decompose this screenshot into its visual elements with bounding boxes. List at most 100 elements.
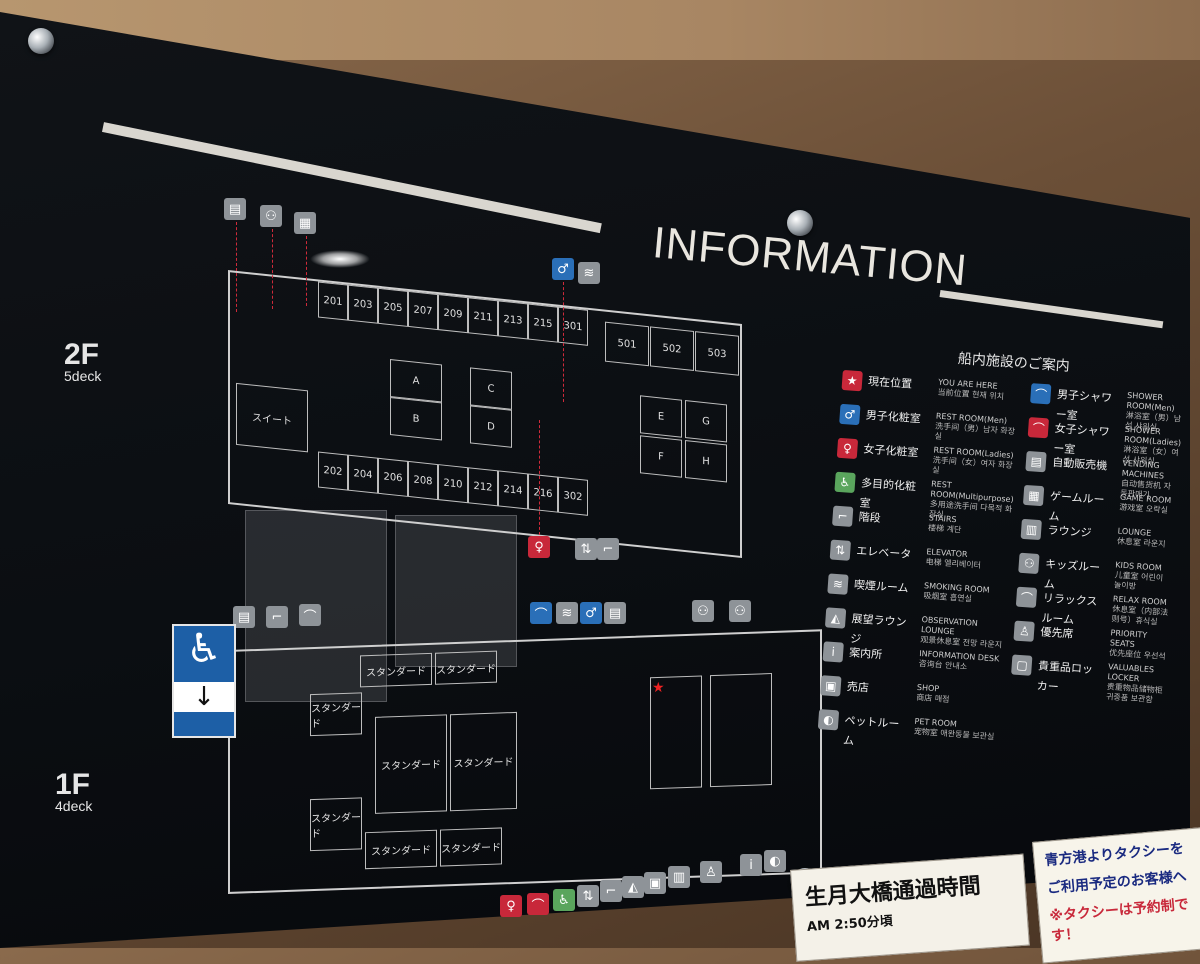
screw-top-middle bbox=[787, 210, 813, 236]
cabin: G bbox=[685, 400, 727, 443]
shop-icon: ▣ bbox=[644, 872, 666, 894]
cabin: 302 bbox=[558, 476, 588, 516]
legend-label-jp: 喫煙ルーム bbox=[853, 578, 909, 596]
pet-icon: ◐ bbox=[764, 850, 786, 872]
multipurpose-icon: ♿ bbox=[834, 471, 856, 494]
kids-icon: ⚇ bbox=[1018, 552, 1040, 575]
deck-label-2f: 2F 5deck bbox=[64, 338, 101, 384]
cabin: 205 bbox=[378, 287, 408, 327]
cabin: 501 bbox=[605, 321, 649, 367]
guide-line bbox=[306, 236, 307, 306]
game-icon: ▦ bbox=[1023, 484, 1045, 507]
standard-room: スタンダード bbox=[360, 652, 432, 688]
guide-line bbox=[539, 420, 540, 535]
legend-label-jp: 売店 bbox=[846, 679, 870, 695]
standard-room: スタンダード bbox=[375, 714, 447, 814]
lounge-icon: ▥ bbox=[668, 866, 690, 888]
standard-room: スタンダード bbox=[440, 827, 502, 867]
stairs-icon: ⌐ bbox=[832, 505, 854, 527]
deck-number: 4deck bbox=[55, 798, 93, 814]
floor-label: 1F bbox=[55, 768, 91, 801]
legend-label-translation: 贵重物品储物柜 귀중품 보관함 bbox=[1105, 682, 1163, 705]
woman-icon: ♀ bbox=[500, 895, 522, 917]
legend-label-en-text: VENDING MACHINES bbox=[1121, 458, 1165, 481]
kids-icon: ⚇ bbox=[692, 600, 714, 622]
legend-label-translation: 宠物室 애완동물 보관실 bbox=[913, 726, 995, 742]
shower-ladies-icon: ⌒ bbox=[527, 893, 549, 915]
stairs-icon: ⌐ bbox=[597, 538, 619, 560]
cabin: 209 bbox=[438, 294, 468, 334]
relax-icon: ⌒ bbox=[299, 604, 321, 626]
relax-icon: ⌒ bbox=[1016, 586, 1038, 608]
legend-label-jp: 女子化粧室 bbox=[862, 442, 919, 460]
guide-line bbox=[272, 229, 273, 309]
legend-label-jp: 貴重品ロッカー bbox=[1036, 659, 1094, 694]
stairs-icon: ⌐ bbox=[266, 606, 288, 628]
legend-label-translation: 电梯 엘리베이터 bbox=[925, 557, 982, 571]
shower-ladies-icon: ⌒ bbox=[1028, 417, 1050, 439]
legend-label-jp: 階段 bbox=[858, 510, 882, 525]
cabin: 206 bbox=[378, 457, 408, 497]
priority-icon: ♙ bbox=[700, 861, 722, 883]
vending-icon: ▤ bbox=[604, 602, 626, 624]
man-icon: ♂ bbox=[580, 602, 602, 624]
legend-label-translation: 儿童室 어린이 놀이방 bbox=[1113, 570, 1164, 591]
you-are-here-marker: ★ bbox=[652, 680, 665, 696]
cabin: H bbox=[685, 440, 727, 483]
vending-icon: ▤ bbox=[233, 606, 255, 628]
legend-label-en-text: STAIRS bbox=[928, 513, 957, 525]
woman-icon: ♀ bbox=[836, 437, 859, 460]
guide-line bbox=[563, 282, 564, 402]
legend-label-jp: 現在位置 bbox=[867, 374, 913, 391]
standard-room: スタンダード bbox=[450, 711, 517, 812]
information-icon: i bbox=[822, 641, 844, 663]
legend-label-jp: 案内所 bbox=[848, 646, 883, 662]
legend-label-jp: 男子化粧室 bbox=[865, 408, 922, 426]
cabin: 212 bbox=[468, 467, 498, 507]
standard-room: スタンダード bbox=[310, 797, 362, 852]
kids-icon: ⚇ bbox=[260, 205, 282, 227]
cabin: 207 bbox=[408, 290, 438, 331]
cabin: 210 bbox=[438, 464, 468, 504]
locker-icon: ▢ bbox=[1011, 654, 1033, 676]
legend-label-en-text: VALUABLES LOCKER bbox=[1107, 662, 1155, 684]
taxi-notice: 青方港よりタクシーを ご利用予定のお客様へ ※タクシーは予約制です！ bbox=[1032, 827, 1200, 964]
legend-label-translation: 商店 매점 bbox=[915, 692, 950, 705]
cabin: F bbox=[640, 435, 682, 478]
wheelchair-sign: ♿ ↓ bbox=[172, 624, 236, 738]
lounge-room bbox=[710, 673, 772, 788]
cabin: E bbox=[640, 395, 682, 438]
legend-label-translation: 优先座位 우선석 bbox=[1108, 648, 1166, 662]
priority-icon: ♙ bbox=[1013, 620, 1036, 642]
legend-label-en-text: SHOWER ROOM(Men) bbox=[1126, 390, 1175, 414]
suite-room: スイート bbox=[236, 382, 308, 453]
kids-icon: ⚇ bbox=[729, 600, 751, 622]
shop-icon: ▣ bbox=[820, 675, 842, 697]
cabin: 202 bbox=[318, 451, 348, 491]
cabin: 203 bbox=[348, 284, 378, 324]
bridge-passing-notice: 生月大橋通過時間 AM 2:50分頃 bbox=[790, 853, 1030, 962]
elevator-icon: ⇅ bbox=[575, 538, 597, 560]
cabin: 214 bbox=[498, 470, 528, 510]
wheelchair-icon: ♿ bbox=[186, 626, 222, 672]
cabin: B bbox=[390, 397, 442, 441]
man-icon: ♂ bbox=[552, 258, 574, 280]
deck-number: 5deck bbox=[64, 368, 102, 384]
legend-label-en-text: OBSERVATION LOUNGE bbox=[920, 615, 979, 637]
legend-label-translation: 休息室（内部法则号）휴식실 bbox=[1111, 604, 1169, 627]
guide-line bbox=[236, 222, 237, 312]
legend-label-en: REST ROOM(Men)洗手间（男）남자 화장실 bbox=[934, 411, 1019, 448]
standard-room: スタンダード bbox=[310, 692, 362, 737]
shower-men-icon: ⌒ bbox=[530, 602, 552, 624]
information-icon: i bbox=[740, 854, 762, 876]
